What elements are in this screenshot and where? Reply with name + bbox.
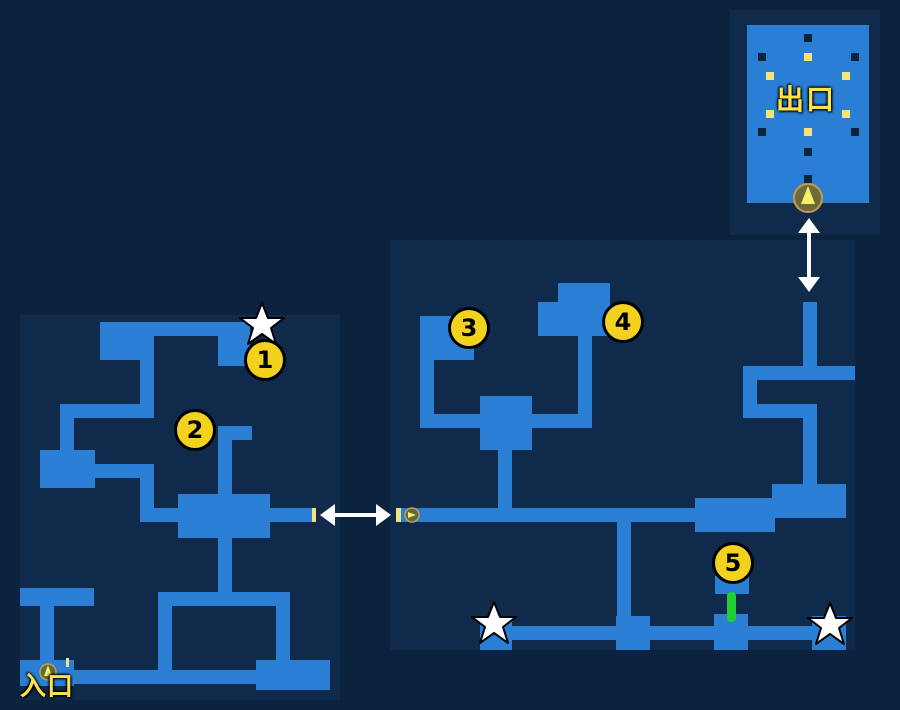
double-arrow-icon — [320, 504, 391, 526]
marker-3: 3 — [448, 307, 490, 349]
door-marker-icon[interactable] — [396, 507, 420, 523]
marker-2: 2 — [174, 409, 216, 451]
entrance-label: 入口 — [20, 672, 75, 702]
marker-1: 1 — [244, 339, 286, 381]
exit-label: 出口 — [776, 83, 837, 116]
west-door-marker — [311, 508, 316, 522]
stairs-up-icon[interactable] — [39, 658, 69, 681]
stairs-up-icon[interactable] — [793, 183, 823, 213]
star-icon — [471, 601, 517, 644]
exit-room — [747, 25, 869, 203]
marker-5: 5 — [712, 542, 754, 584]
marker-4: 4 — [602, 301, 644, 343]
double-arrow-icon — [798, 218, 820, 292]
switch-icon[interactable] — [727, 592, 736, 622]
star-icon — [807, 602, 853, 645]
star-icon — [239, 302, 285, 345]
west-section — [20, 322, 330, 690]
